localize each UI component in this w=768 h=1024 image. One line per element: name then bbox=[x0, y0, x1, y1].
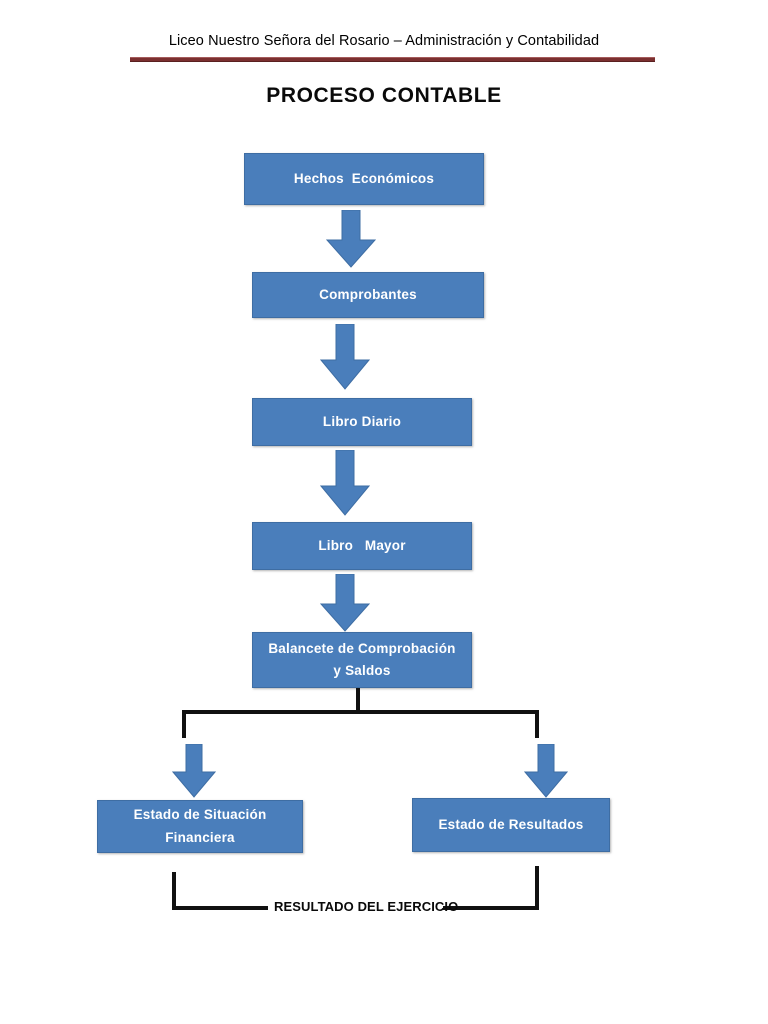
arrow-down-icon bbox=[172, 744, 216, 798]
connector-balancete-stem bbox=[356, 688, 360, 714]
arrow-down-icon bbox=[524, 744, 568, 798]
arrow-down-icon bbox=[320, 450, 370, 516]
header-divider-rule bbox=[130, 57, 655, 62]
resultado-del-ejercicio-label: RESULTADO DEL EJERCICIO bbox=[274, 899, 459, 914]
arrow-down-icon bbox=[326, 210, 376, 268]
arrow-down-icon bbox=[320, 324, 370, 390]
flow-node-comprobantes[interactable]: Comprobantes bbox=[252, 272, 484, 318]
connector-split-left-drop bbox=[182, 710, 186, 738]
document-header: Liceo Nuestro Señora del Rosario – Admin… bbox=[0, 32, 768, 62]
page-title: PROCESO CONTABLE bbox=[266, 84, 502, 107]
flow-node-libro-diario[interactable]: Libro Diario bbox=[252, 398, 472, 446]
flow-node-estado-situacion-financiera[interactable]: Estado de Situación Financiera bbox=[97, 800, 303, 853]
header-institution-name: Liceo Nuestro Señora del Rosario – Admin… bbox=[168, 33, 600, 49]
flow-node-libro-mayor[interactable]: Libro Mayor bbox=[252, 522, 472, 570]
flow-node-balancete-comprobacion-saldos[interactable]: Balancete de Comprobación y Saldos bbox=[252, 632, 472, 688]
arrow-down-icon bbox=[320, 574, 370, 632]
connector-split-horizontal bbox=[182, 710, 539, 714]
connector-right-bottom-drop bbox=[535, 866, 539, 910]
connector-right-bottom-horizontal bbox=[443, 906, 539, 910]
connector-left-bottom-drop bbox=[172, 872, 176, 910]
flow-node-estado-resultados[interactable]: Estado de Resultados bbox=[412, 798, 610, 852]
flow-node-hechos-economicos[interactable]: Hechos Económicos bbox=[244, 153, 484, 205]
connector-split-right-drop bbox=[535, 710, 539, 738]
connector-left-bottom-horizontal bbox=[172, 906, 268, 910]
